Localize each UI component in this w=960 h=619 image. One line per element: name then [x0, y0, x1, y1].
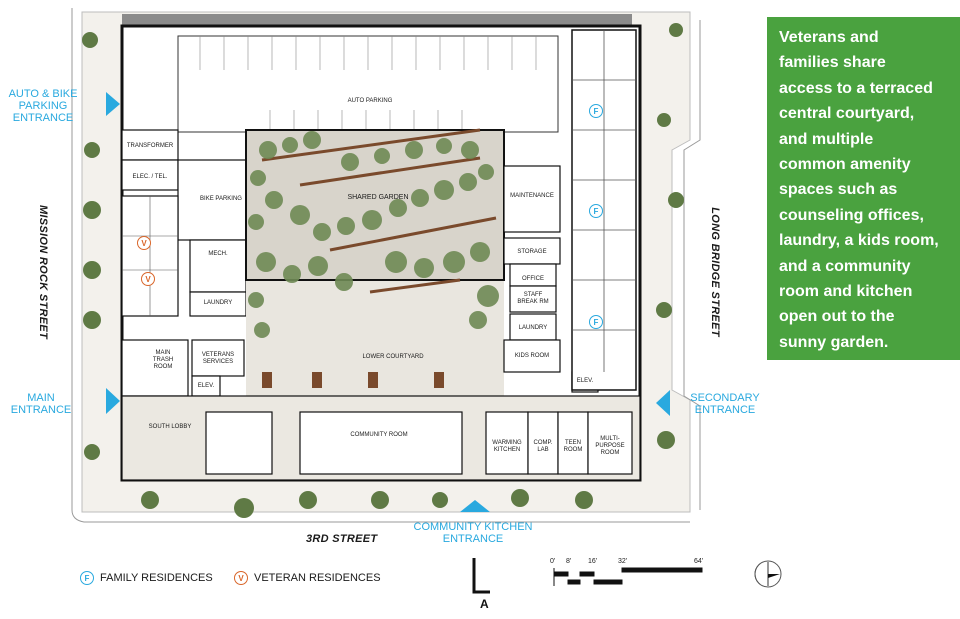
main-trash-line-3: ROOM — [153, 364, 173, 370]
auto-bike-line-2: PARKING — [18, 100, 68, 112]
callout-line: spaces such as — [779, 181, 898, 199]
community-kitchen-entrance-label: COMMUNITY KITCHEN ENTRANCE — [408, 521, 538, 545]
storage-label: STORAGE — [517, 249, 547, 255]
elev-east-label: ELEV. — [576, 378, 594, 384]
bike-parking-label: BIKE PARKING — [200, 196, 242, 202]
secondary-entrance-label: SECONDARY ENTRANCE — [688, 392, 762, 416]
staff-break-room-label: STAFF BREAK RM — [510, 292, 556, 306]
comp-lab-label: COMP. LAB — [528, 440, 558, 454]
teen-room-label: TEEN ROOM — [558, 440, 588, 454]
site-plan — [71, 8, 760, 594]
auto-bike-line-3: ENTRANCE — [12, 112, 74, 124]
shared-garden-label: SHARED GARDEN — [347, 194, 409, 201]
scale-label-16: 16' — [588, 558, 598, 565]
scale-label-0: 0' — [550, 558, 556, 565]
veterans-services-line-1: VETERANS — [201, 352, 235, 358]
multi-purpose-room-label: MULTI- PURPOSE ROOM — [588, 436, 632, 457]
family-residences-legend-label: FAMILY RESIDENCES — [100, 572, 213, 584]
secondary-entrance-line-1: SECONDARY — [690, 392, 760, 404]
callout-line: and a community — [779, 257, 911, 275]
veterans-services-line-2: SERVICES — [202, 359, 234, 365]
multi-purpose-line-1: MULTI- — [600, 436, 620, 442]
warming-kitchen-line-1: WARMING — [492, 440, 522, 446]
mission-rock-street-label: MISSION ROCK STREET — [37, 204, 49, 340]
veteran-residences-legend-label: VETERAN RESIDENCES — [254, 572, 381, 584]
staff-break-line-2: BREAK RM — [517, 299, 549, 305]
auto-bike-line-1: AUTO & BIKE — [8, 88, 78, 100]
comp-lab-line-1: COMP. — [533, 440, 553, 446]
callout-line: access to a terraced — [779, 79, 933, 97]
veteran-residence-marker: V — [141, 272, 155, 286]
maintenance-label: MAINTENANCE — [510, 193, 554, 199]
veteran-residence-marker: V — [137, 236, 151, 250]
long-bridge-street-label: LONG BRIDGE STREET — [709, 207, 721, 337]
community-kitchen-entrance-arrow — [460, 500, 490, 512]
callout-line: Veterans and — [779, 29, 879, 46]
auto-bike-entrance-arrow — [106, 92, 120, 116]
lower-courtyard-label: LOWER COURTYARD — [362, 354, 424, 360]
callout-line: room and kitchen — [779, 283, 913, 301]
family-residences-legend-icon: F — [80, 571, 94, 585]
community-kitchen-line-1: COMMUNITY KITCHEN — [413, 521, 533, 533]
section-marker-label: A — [480, 597, 489, 611]
multi-purpose-line-2: PURPOSE — [595, 443, 625, 449]
elec-tel-label: ELEC. / TEL. — [132, 174, 168, 180]
main-entrance-label: MAIN ENTRANCE — [6, 392, 76, 416]
scale-label-32: 32' — [618, 558, 628, 565]
main-trash-line-2: TRASH — [152, 357, 174, 363]
office-label: OFFICE — [522, 276, 544, 282]
family-residence-marker: F — [589, 104, 603, 118]
mech-label: MECH. — [208, 251, 228, 257]
staff-break-line-1: STAFF — [523, 292, 543, 298]
north-arrow-icon — [754, 560, 782, 588]
veteran-residences-legend-icon: V — [234, 571, 248, 585]
main-trash-line-1: MAIN — [155, 350, 171, 356]
kids-room-label: KIDS ROOM — [514, 353, 550, 359]
main-trash-room-label: MAIN TRASH ROOM — [140, 350, 186, 371]
elev-west-label: ELEV. — [197, 383, 215, 389]
callout-line: families share — [779, 54, 886, 72]
multi-purpose-line-3: ROOM — [600, 450, 620, 456]
description-callout: Veterans and families share access to a … — [767, 17, 960, 360]
main-entrance-line-2: ENTRANCE — [10, 404, 72, 416]
scale-label-8: 8' — [566, 558, 572, 565]
street-trees — [82, 23, 684, 518]
family-residence-marker: F — [589, 204, 603, 218]
scale-label-64: 64' — [694, 558, 704, 565]
callout-line: laundry, a kids room, — [779, 232, 939, 250]
transformer-label: TRANSFORMER — [126, 143, 174, 149]
auto-parking-label: AUTO PARKING — [347, 98, 393, 104]
planting — [248, 131, 499, 338]
veterans-services-label: VETERANS SERVICES — [192, 352, 244, 366]
secondary-entrance-arrow — [656, 390, 670, 416]
family-residence-marker: F — [589, 315, 603, 329]
laundry-east-label: LAUNDRY — [518, 325, 548, 331]
community-kitchen-line-2: ENTRANCE — [442, 533, 504, 545]
callout-line: counseling offices, — [779, 206, 924, 224]
main-entrance-arrow — [106, 388, 120, 414]
callout-line: open out to the — [779, 308, 895, 326]
warming-kitchen-label: WARMING KITCHEN — [486, 440, 528, 454]
callout-line: central courtyard, — [779, 105, 915, 123]
community-room-label: COMMUNITY ROOM — [350, 432, 408, 438]
comp-lab-line-2: LAB — [537, 447, 549, 453]
main-entrance-line-1: MAIN — [27, 392, 55, 404]
warming-kitchen-line-2: KITCHEN — [493, 447, 521, 453]
callout-line: and multiple — [779, 130, 874, 148]
scale-bar-graphic — [553, 567, 703, 586]
section-marker-line — [472, 558, 490, 594]
teen-room-line-2: ROOM — [563, 447, 583, 453]
callout-line: common amenity — [779, 156, 911, 174]
teen-room-line-1: TEEN — [564, 440, 581, 446]
south-lobby-label: SOUTH LOBBY — [148, 424, 192, 430]
laundry-west-label: LAUNDRY — [203, 300, 233, 306]
callout-line: sunny garden. — [779, 333, 889, 351]
auto-bike-entrance-label: AUTO & BIKE PARKING ENTRANCE — [2, 88, 84, 124]
third-street-label: 3RD STREET — [306, 533, 378, 545]
secondary-entrance-line-2: ENTRANCE — [694, 404, 756, 416]
